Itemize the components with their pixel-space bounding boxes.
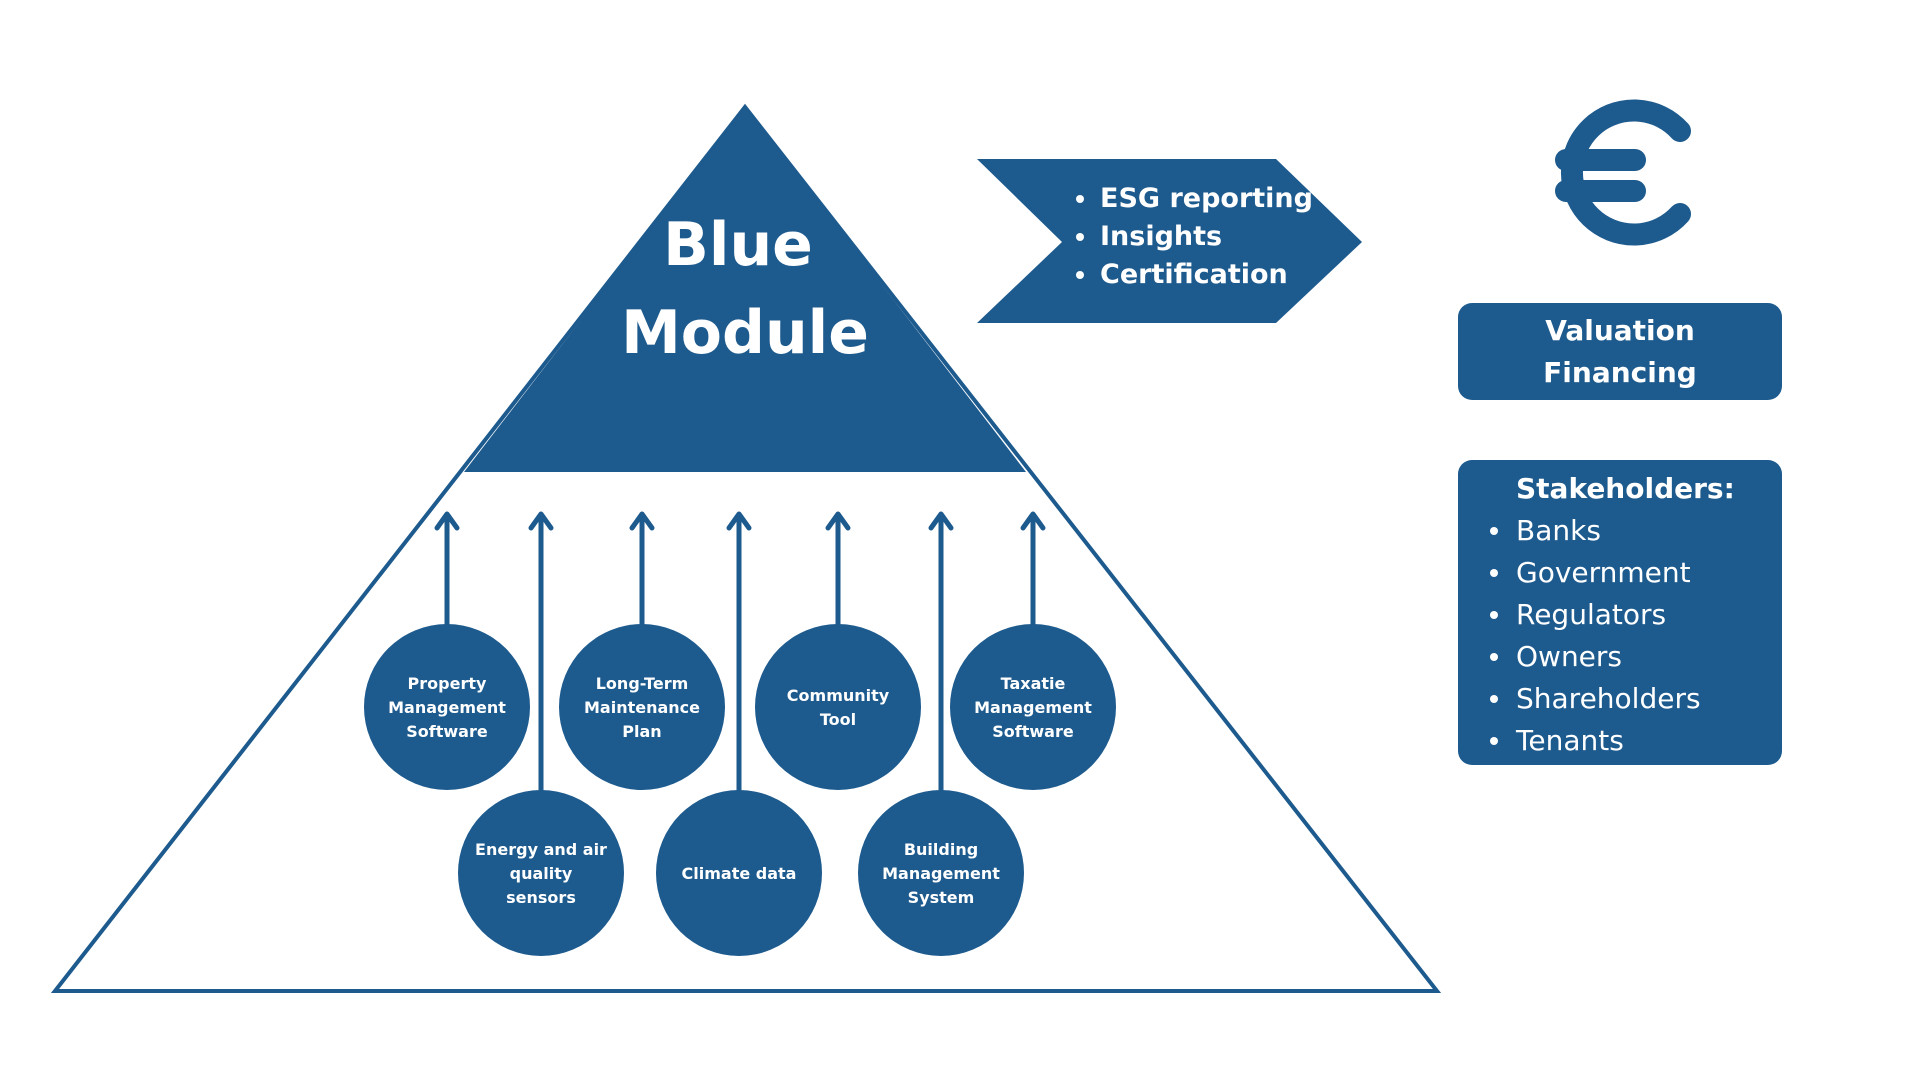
stakeholders-box: Stakeholders: Banks Government Regulator… (1458, 460, 1782, 765)
output-item: Insights (1076, 218, 1313, 256)
bullet-icon (1490, 611, 1498, 619)
source-label: Climate data (682, 864, 797, 883)
source-label: Maintenance (584, 698, 700, 717)
output-item: Certification (1076, 256, 1313, 294)
source-label: quality (510, 864, 573, 883)
source-label: Management (388, 698, 506, 717)
output-item-label: Certification (1100, 259, 1288, 290)
source-node: Climate data (656, 790, 822, 956)
stakeholder-item: Banks (1486, 510, 1782, 552)
pyramid-title-line2: Module (621, 298, 869, 368)
bullet-icon (1076, 271, 1084, 279)
stakeholder-item: Government (1486, 552, 1782, 594)
bullet-icon (1076, 233, 1084, 241)
bullet-icon (1490, 569, 1498, 577)
source-node: Energy and air quality sensors (458, 790, 624, 956)
stakeholder-label: Tenants (1516, 724, 1624, 757)
stakeholder-item: Regulators (1486, 594, 1782, 636)
output-item: ESG reporting (1076, 180, 1313, 218)
source-label: Property (408, 674, 487, 693)
stakeholder-label: Regulators (1516, 598, 1667, 631)
source-circle (858, 790, 1024, 956)
stakeholder-label: Government (1516, 556, 1691, 589)
source-label: Energy and air (475, 840, 607, 859)
source-label: Management (882, 864, 1000, 883)
arrow-up-icon (726, 511, 752, 531)
source-circle (950, 624, 1116, 790)
source-label: Software (992, 722, 1074, 741)
source-label: Management (974, 698, 1092, 717)
euro-icon (1555, 99, 1691, 246)
bullet-icon (1490, 695, 1498, 703)
output-item-label: ESG reporting (1100, 183, 1313, 214)
source-circle (364, 624, 530, 790)
bullet-icon (1490, 527, 1498, 535)
source-label: Taxatie (1001, 674, 1066, 693)
source-circle (559, 624, 725, 790)
pyramid-title-line1: Blue (663, 210, 813, 280)
source-label: System (908, 888, 975, 907)
bullet-icon (1490, 737, 1498, 745)
arrow-up-icon (528, 511, 554, 531)
stakeholder-item: Shareholders (1486, 678, 1782, 720)
bullet-icon (1076, 195, 1084, 203)
source-label: Tool (820, 710, 856, 729)
stakeholder-label: Shareholders (1516, 682, 1701, 715)
source-label: Building (904, 840, 978, 859)
arrow-up-icon (928, 511, 954, 531)
stakeholder-item: Tenants (1486, 720, 1782, 762)
pyramid-outline (50, 103, 1442, 993)
stakeholder-label: Owners (1516, 640, 1623, 673)
source-circle (458, 790, 624, 956)
source-circles-group: PropertyManagementSoftwareLong-TermMaint… (364, 624, 1116, 956)
source-circle (656, 790, 822, 956)
output-chevron-arrow (977, 159, 1362, 323)
source-label: Plan (622, 722, 661, 741)
stakeholders-title: Stakeholders: (1516, 472, 1735, 505)
output-list: ESG reporting Insights Certification (1076, 180, 1313, 294)
arrows-group (434, 511, 1046, 793)
bullet-icon (1490, 653, 1498, 661)
source-circle (755, 624, 921, 790)
arrow-up-icon (825, 511, 851, 531)
source-label: Community (787, 686, 890, 705)
output-item-label: Insights (1100, 221, 1223, 252)
source-label: sensors (506, 888, 576, 907)
valuation-financing-box: Valuation Financing (1458, 303, 1782, 400)
arrow-up-icon (1020, 511, 1046, 531)
source-label: Long-Term (596, 674, 689, 693)
valuation-label: Valuation (1545, 313, 1695, 347)
arrow-up-icon (434, 511, 460, 531)
pyramid-top (464, 107, 1026, 472)
stakeholder-label: Banks (1516, 514, 1601, 547)
source-label: Software (406, 722, 488, 741)
arrow-up-icon (629, 511, 655, 531)
stakeholder-item: Owners (1486, 636, 1782, 678)
financing-label: Financing (1543, 355, 1697, 389)
